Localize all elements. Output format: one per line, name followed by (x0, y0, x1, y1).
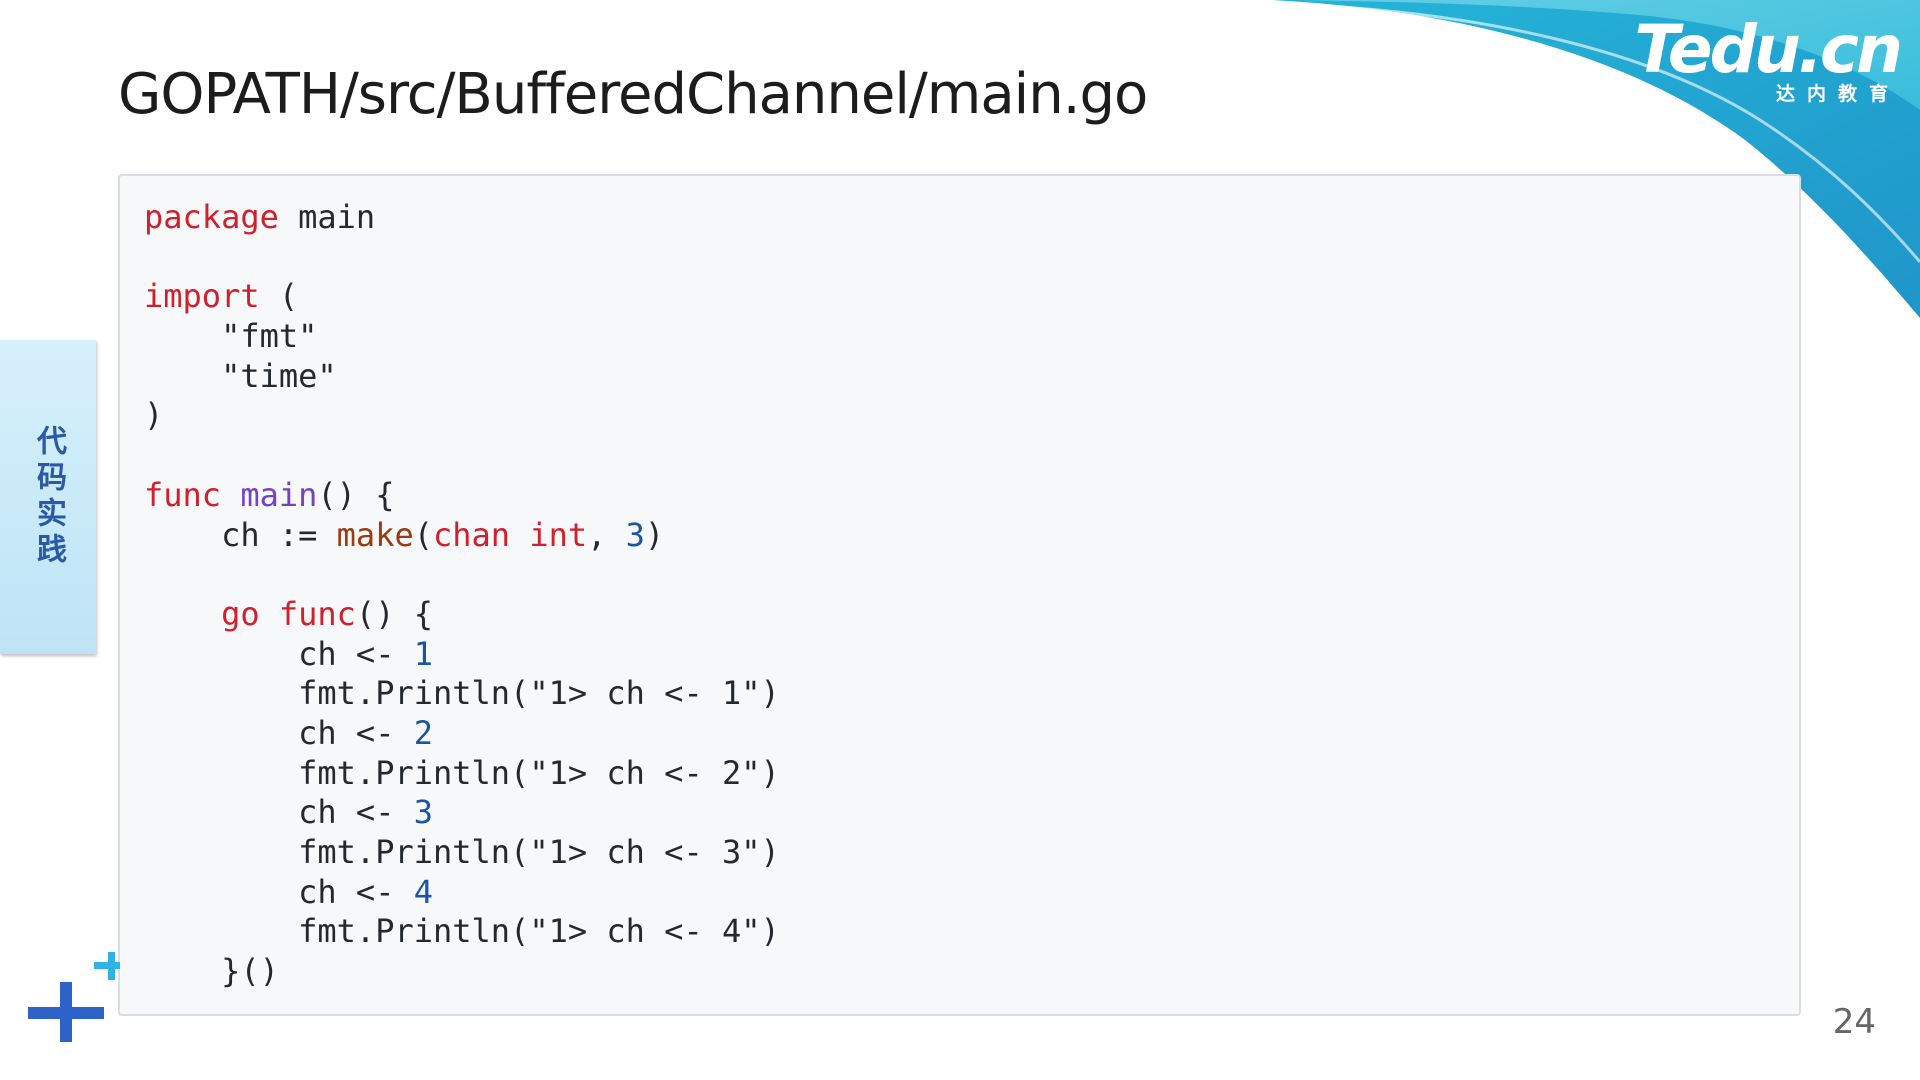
code-token: ) (644, 515, 665, 554)
code-token: 3 (413, 793, 433, 832)
logo-wordmark: Tedu.cn (1634, 11, 1903, 88)
page-title: GOPATH/src/BufferedChannel/main.go (118, 62, 1148, 127)
code-token: ) (144, 396, 164, 435)
code-listing: package main import ( "fmt" "time") func… (144, 198, 780, 992)
code-token: () { (355, 594, 433, 633)
code-line: "fmt" (144, 317, 780, 357)
code-line: "time" (144, 357, 780, 397)
code-token: main (278, 198, 376, 236)
code-token: fmt.Println("1> ch <- 2") (144, 753, 780, 792)
code-token: ch <- (144, 634, 414, 673)
code-token: func (278, 594, 356, 633)
plus-decoration-large-icon (28, 982, 104, 1042)
code-token (260, 595, 279, 633)
code-line: go func() { (144, 595, 780, 635)
code-token: import (144, 277, 260, 316)
code-token: , (587, 515, 626, 554)
page-number: 24 (1832, 1002, 1876, 1042)
code-token: ( (413, 515, 433, 554)
tedu-logo: Tedu.cn 达内教育 (1630, 11, 1903, 105)
code-line: func main() { (144, 476, 780, 516)
code-line: fmt.Println("1> ch <- 2") (144, 754, 780, 794)
code-token: }() (144, 952, 279, 991)
code-token: 2 (413, 713, 433, 752)
plus-decoration-small-icon (94, 952, 120, 980)
code-token: chan (432, 515, 511, 554)
code-token: fmt.Println("1> ch <- 4") (144, 912, 780, 951)
code-token: ch := (144, 515, 337, 554)
code-token: main (240, 475, 318, 514)
code-block: package main import ( "fmt" "time") func… (118, 174, 1801, 1016)
code-token: int (529, 515, 588, 554)
code-line: ch <- 1 (144, 635, 780, 675)
code-line: fmt.Println("1> ch <- 4") (144, 912, 780, 952)
code-token: ch <- (144, 872, 414, 911)
code-token: 1 (413, 634, 433, 673)
code-token: fmt.Println("1> ch <- 3") (144, 833, 780, 871)
code-line: }() (144, 952, 780, 992)
code-token: go (221, 594, 260, 633)
code-token: package (144, 198, 279, 236)
code-token: ch <- (144, 793, 414, 832)
code-token: ( (259, 277, 299, 316)
code-line: ) (144, 396, 780, 436)
code-line: fmt.Println("1> ch <- 3") (144, 833, 780, 873)
code-line (144, 436, 780, 476)
code-token (144, 595, 221, 633)
code-token: fmt.Println("1> ch <- 1") (144, 674, 780, 713)
logo-subtitle: 达内教育 (1775, 83, 1900, 105)
code-token: 3 (625, 515, 645, 554)
code-token (510, 516, 529, 554)
code-line: package main (144, 198, 780, 238)
code-line: ch <- 2 (144, 714, 780, 754)
code-token: ch <- (144, 713, 414, 752)
code-token: make (336, 515, 414, 554)
side-section-tab: 代码实践 (0, 340, 96, 654)
code-line: ch <- 3 (144, 793, 780, 833)
code-line: fmt.Println("1> ch <- 1") (144, 674, 780, 714)
code-token: "fmt" (144, 317, 318, 356)
code-line: import ( (144, 277, 780, 317)
code-line (144, 555, 780, 595)
code-line: ch := make(chan int, 3) (144, 516, 780, 556)
code-token: () { (317, 475, 395, 514)
code-line (144, 238, 780, 278)
code-token: "time" (144, 356, 337, 395)
code-token: func (144, 475, 222, 514)
code-token (221, 476, 240, 514)
code-token: 4 (413, 872, 433, 911)
side-tab-label: 代码实践 (31, 425, 66, 569)
code-line: ch <- 4 (144, 873, 780, 913)
